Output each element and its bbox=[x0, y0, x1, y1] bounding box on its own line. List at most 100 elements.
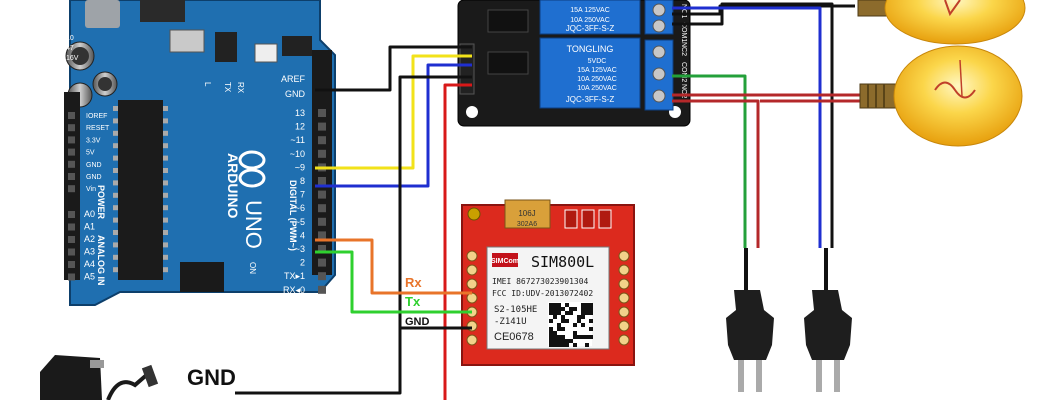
pin-hole bbox=[318, 272, 326, 281]
gnd-big-label: GND bbox=[187, 365, 236, 390]
qr-cell bbox=[577, 319, 581, 323]
terminal-label: NO1 bbox=[680, 4, 687, 19]
qr-cell bbox=[549, 311, 553, 315]
qr-cell bbox=[589, 303, 593, 307]
wire-red bbox=[443, 83, 472, 400]
pin-hole bbox=[318, 258, 326, 267]
wire-black bbox=[235, 384, 402, 395]
sim-pin bbox=[618, 278, 630, 290]
chip-leg bbox=[163, 254, 168, 260]
qr-cell bbox=[573, 343, 577, 347]
usb-jack-icon bbox=[85, 0, 120, 28]
chip-leg bbox=[113, 267, 118, 273]
qr-cell bbox=[553, 343, 557, 347]
power-pin-label: 5V bbox=[86, 150, 95, 157]
pin-hole bbox=[318, 204, 326, 213]
arduino-board: 10 47 16V ARDUINO UNO DIGITAL (PWM~) POW… bbox=[64, 0, 336, 306]
analog-pin-label: A5 bbox=[84, 272, 95, 282]
digital-pin-label: 4 bbox=[300, 230, 305, 240]
tx-label: Tx bbox=[405, 294, 421, 309]
chip-leg bbox=[113, 242, 118, 248]
power-plug-icon bbox=[726, 248, 774, 392]
wire-blue bbox=[672, 6, 822, 248]
pin-hole bbox=[68, 248, 75, 256]
chip-leg bbox=[163, 130, 168, 136]
qr-cell bbox=[557, 327, 561, 331]
sim-pin bbox=[466, 264, 478, 276]
relay-part: JQC-3FF-S-Z bbox=[566, 95, 615, 104]
qr-cell bbox=[549, 335, 553, 339]
qr-cell bbox=[553, 307, 557, 311]
chip-leg bbox=[113, 155, 118, 161]
pin-hole bbox=[68, 223, 75, 231]
terminal-label: COM1 bbox=[680, 22, 687, 42]
chip-leg bbox=[163, 230, 168, 235]
qr-cell bbox=[557, 307, 561, 311]
chip-leg bbox=[163, 217, 168, 223]
analog-pin-label: A2 bbox=[84, 234, 95, 244]
wire-orange bbox=[315, 238, 472, 295]
tantalum-capacitor bbox=[504, 199, 551, 229]
qr-cell bbox=[557, 311, 561, 315]
digital-pin-label: RX◂0 bbox=[283, 285, 305, 295]
screw-icon bbox=[652, 67, 666, 81]
qr-cell bbox=[581, 311, 585, 315]
qr-cell bbox=[569, 339, 573, 343]
pin-hole bbox=[68, 136, 75, 144]
pin-label-gnd: GND bbox=[285, 89, 306, 99]
chip-leg bbox=[113, 254, 118, 260]
sim-pin bbox=[618, 306, 630, 318]
chip-leg bbox=[163, 205, 168, 211]
pin-hole bbox=[68, 185, 75, 193]
pin-hole bbox=[68, 112, 75, 119]
chip-leg bbox=[163, 118, 168, 124]
chip-leg bbox=[113, 168, 118, 173]
digital-header: DIGITAL (PWM~) bbox=[288, 180, 298, 251]
digital-pin-label: TX▸1 bbox=[284, 271, 305, 281]
cap-label: 16V bbox=[66, 55, 79, 62]
antenna-pad-icon bbox=[467, 207, 481, 221]
cap-label: 47 bbox=[66, 45, 74, 52]
relay-case bbox=[539, 37, 641, 109]
sim-fccid: FCC ID:UDV-2013072402 bbox=[492, 289, 593, 298]
digital-pin-label: 7 bbox=[300, 190, 305, 200]
relay-rating: 10A 250VAC bbox=[577, 76, 617, 83]
qr-cell bbox=[585, 335, 589, 339]
wire-green bbox=[315, 250, 472, 314]
qr-cell bbox=[553, 331, 557, 335]
qr-cell bbox=[557, 335, 561, 339]
pin-hole bbox=[318, 109, 326, 117]
analog-pin-label: A4 bbox=[84, 259, 95, 269]
sim-imei: IMEI 867273023901304 bbox=[492, 277, 589, 286]
qr-cell bbox=[581, 303, 585, 307]
qr-cell bbox=[553, 315, 557, 319]
pin-label-aref: AREF bbox=[281, 74, 306, 84]
chip-leg bbox=[113, 217, 118, 223]
qr-cell bbox=[553, 311, 557, 315]
optocoupler-icon bbox=[487, 9, 529, 33]
qr-cell bbox=[573, 335, 577, 339]
simcom-logo bbox=[492, 253, 518, 267]
relay-rating: 15A 125VAC bbox=[577, 67, 617, 74]
optocoupler-icon bbox=[487, 51, 529, 75]
pin-hole bbox=[68, 211, 75, 218]
cap-label: 106J bbox=[518, 209, 535, 218]
power-pin-label: GND bbox=[86, 162, 102, 169]
analog-pin-label: A3 bbox=[84, 247, 95, 257]
qr-cell bbox=[561, 339, 565, 343]
regulator-icon bbox=[215, 32, 237, 62]
sim-code: S2-105HE bbox=[494, 305, 537, 315]
simcom-brand: SIMCom bbox=[491, 258, 519, 265]
relay-module: 15A 125VAC 10A 250VAC JQC-3FF-S-Z TONGLI… bbox=[457, 0, 691, 127]
qr-cell bbox=[589, 311, 593, 315]
qr-cell bbox=[561, 327, 565, 331]
qr-cell bbox=[557, 303, 561, 307]
qr-cell bbox=[549, 303, 553, 307]
chip-mark: TX bbox=[223, 82, 232, 93]
mount-hole-icon bbox=[466, 106, 478, 118]
chip-leg bbox=[113, 205, 118, 211]
qr-cell bbox=[565, 303, 569, 307]
chip-mark: ON bbox=[248, 262, 257, 274]
chip-leg bbox=[113, 106, 118, 111]
qr-cell bbox=[561, 319, 565, 323]
